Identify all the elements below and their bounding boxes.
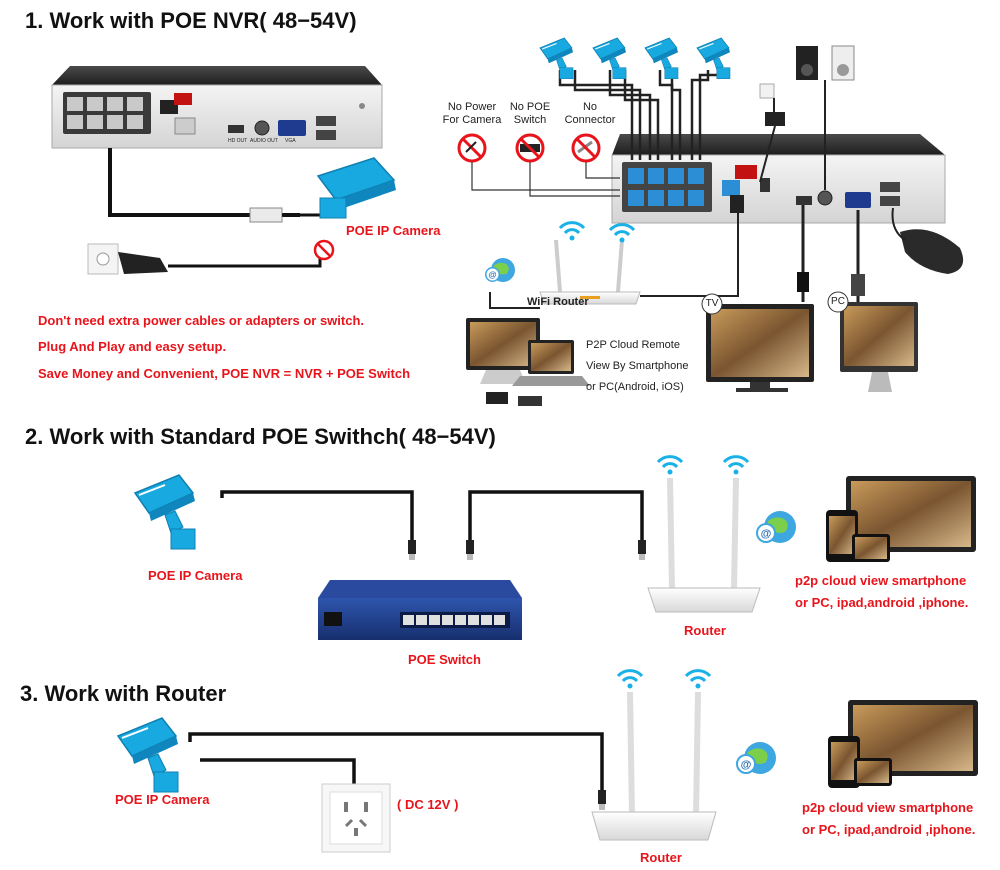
tv-badge: TV [705,298,719,309]
nvr-right [611,134,946,224]
poe-camera-icon-3 [117,717,179,793]
pc-icon [827,291,918,392]
section3-camera-label: POE IP Camera [115,792,210,807]
section2-cloud-text: p2p cloud view smartphone or PC, ipad,an… [795,573,969,610]
no-power-camera-icon [457,133,487,163]
section1-camera-label: POE IP Camera [346,223,441,238]
devices-group-3 [828,700,978,788]
poe-camera-icon [316,157,396,219]
section2-router-label: Router [684,623,726,638]
mouse-icon [900,229,964,274]
benefit-1: Don't need extra power cables or adapter… [38,313,365,328]
section3-title: 3. Work with Router [20,681,227,706]
wall-outlet-2 [321,783,391,853]
router-2 [647,455,761,613]
section1-title: 1. Work with POE NVR( 48−54V) [25,8,357,33]
tv-icon [701,293,814,392]
no-poe-switch-icon [515,133,545,163]
dc-label: ( DC 12V ) [397,797,459,812]
router-3 [591,669,717,841]
nvr-port-hdout: HD OUT [228,138,248,144]
power-adapter-icon [118,252,168,274]
benefit-3: Save Money and Convenient, POE NVR = NVR… [38,366,411,381]
no-connector-icon [571,133,601,163]
poe-switch-label: POE Switch [408,652,481,667]
p2p-text: P2P Cloud Remote View By Smartphone or P… [586,339,689,393]
section3-router-label: Router [640,850,682,865]
speaker-icon [796,45,855,81]
poe-switch-device [318,580,522,640]
section2-camera-label: POE IP Camera [148,568,243,583]
camera-group-top [539,37,731,80]
nvr-port-vga: VGA [285,138,296,144]
devices-group-2 [826,476,976,562]
section3-cloud-text: p2p cloud view smartphone or PC, ipad,an… [802,800,976,837]
pc-badge: PC [831,296,845,307]
benefit-2: Plug And Play and easy setup. [38,339,227,354]
nvr-left [51,66,383,149]
laptop-monitor-group [466,318,590,406]
wifi-router [539,221,641,305]
wifi-router-label: WiFi Router [527,296,589,308]
nvr-port-audio: AUDIO OUT [250,138,278,144]
poe-camera-icon-2 [134,474,196,550]
section2-title: 2. Work with Standard POE Swithch( 48−54… [25,424,496,449]
